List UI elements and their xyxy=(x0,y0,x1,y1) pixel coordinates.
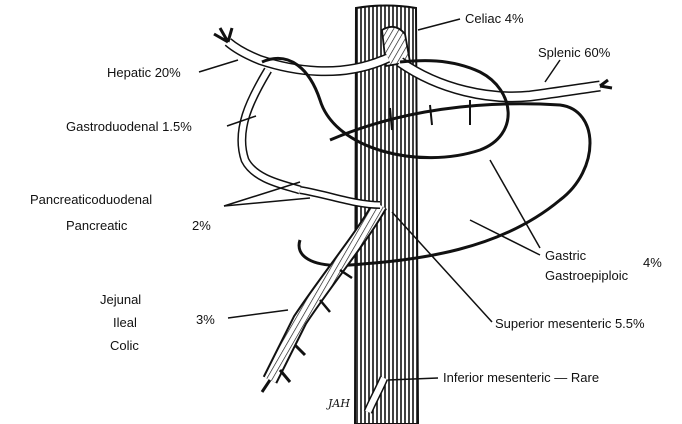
label-gastroduodenal: Gastroduodenal 1.5% xyxy=(66,119,192,135)
label-jejunal: Jejunal xyxy=(100,292,141,308)
label-inferior-mesenteric: Inferior mesenteric — Rare xyxy=(443,370,599,386)
label-ileal: Ileal xyxy=(113,315,137,331)
label-splenic: Splenic 60% xyxy=(538,45,610,61)
label-superior-mesenteric: Superior mesenteric 5.5% xyxy=(495,316,645,332)
label-hepatic: Hepatic 20% xyxy=(107,65,181,81)
label-celiac: Celiac 4% xyxy=(465,11,524,27)
label-pancreatic-percent: 2% xyxy=(192,218,211,234)
label-colic: Colic xyxy=(110,338,139,354)
label-pancreatic: Pancreatic xyxy=(66,218,127,234)
artist-signature: JAH xyxy=(328,396,350,412)
label-gastroepiploic: Gastroepiploic xyxy=(545,268,628,284)
label-jejunal-ileal-colic-percent: 3% xyxy=(196,312,215,328)
label-gastric-percent: 4% xyxy=(643,255,662,271)
label-gastric: Gastric xyxy=(545,248,586,264)
label-pancreaticoduodenal: Pancreaticoduodenal xyxy=(30,192,152,208)
